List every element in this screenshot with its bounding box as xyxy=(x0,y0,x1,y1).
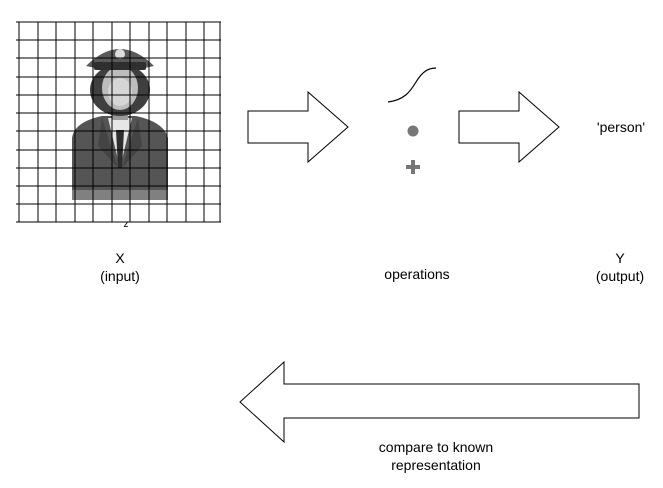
input-image-grid xyxy=(16,21,221,223)
forward-arrow-2 xyxy=(458,90,560,164)
output-value: 'person' xyxy=(596,119,646,135)
operations-caption: operations xyxy=(384,266,450,282)
feedback-arrow xyxy=(239,360,640,444)
feedback-caption-line2: representation xyxy=(391,457,481,473)
input-caption: (input) xyxy=(100,268,140,284)
output-caption: (output) xyxy=(595,268,645,284)
input-symbol: X xyxy=(115,250,125,266)
sigmoid-curve-icon xyxy=(387,67,437,103)
output-symbol: Y xyxy=(615,250,625,266)
overlay-grid xyxy=(16,21,221,223)
forward-arrow-1 xyxy=(247,90,349,164)
person-photo xyxy=(72,49,168,200)
plus-icon xyxy=(406,160,420,174)
dot-product-icon xyxy=(407,125,419,137)
feedback-caption-line1: compare to known xyxy=(378,439,494,455)
grid-axis-label: z xyxy=(123,219,129,230)
